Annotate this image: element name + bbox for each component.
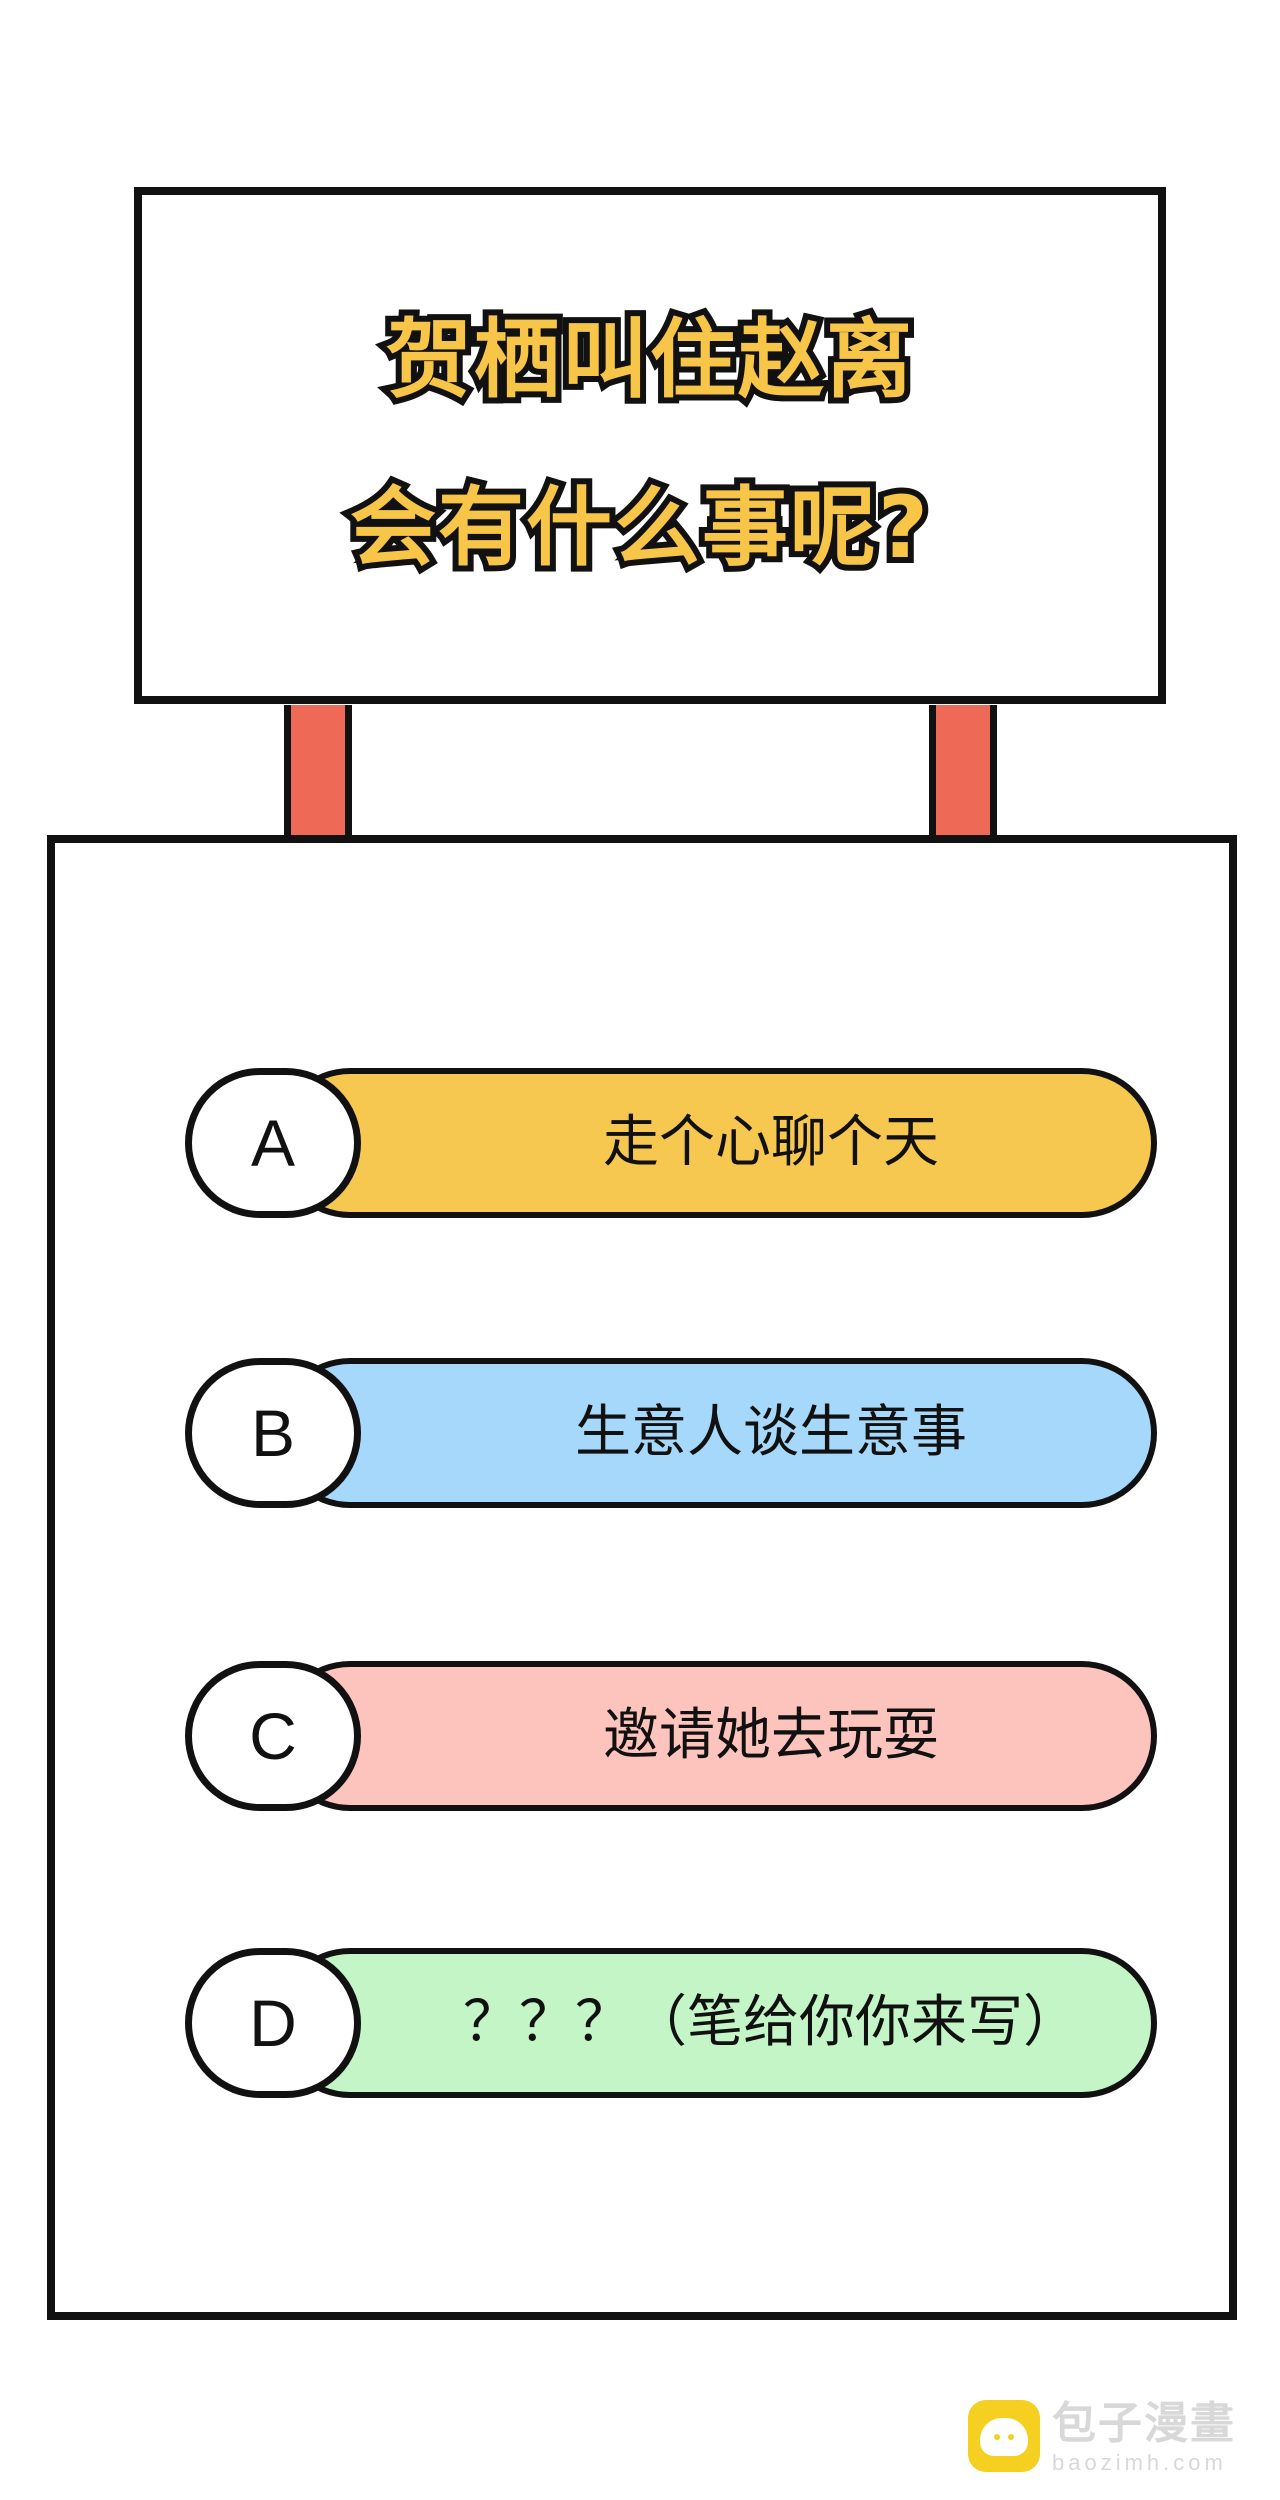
question-sign-board: 贺栖叫住赵离 会有什么事呢? <box>134 187 1166 704</box>
watermark-logo: 包子漫畫 baozimh.com <box>968 2398 1268 2478</box>
sign-post-left <box>284 705 352 845</box>
option-b[interactable]: 生意人谈生意事 B <box>185 1358 1157 1508</box>
bun-icon <box>968 2400 1040 2472</box>
option-a[interactable]: 走个心聊个天 A <box>185 1068 1157 1218</box>
question-title-line-2: 会有什么事呢? <box>344 478 934 578</box>
option-a-pill <box>275 1068 1157 1218</box>
option-b-text: 生意人谈生意事 <box>575 1400 967 1465</box>
answer-panel: 走个心聊个天 A 生意人谈生意事 B 邀请她去玩耍 C ？？？（笔给你你来写） … <box>47 835 1237 2320</box>
sign-post-right <box>929 705 997 845</box>
option-d-pill <box>275 1948 1157 2098</box>
option-c-letter: C <box>185 1661 361 1811</box>
option-d[interactable]: ？？？（笔给你你来写） D <box>185 1948 1157 2098</box>
option-c-text: 邀请她去玩耍 <box>603 1703 939 1768</box>
option-d-letter: D <box>185 1948 361 2098</box>
watermark-name: 包子漫畫 <box>1052 2398 1236 2449</box>
option-d-text: ？？？（笔给你你来写） <box>463 1990 1079 2055</box>
option-b-letter: B <box>185 1358 361 1508</box>
option-a-letter: A <box>185 1068 361 1218</box>
question-title-line-1: 贺栖叫住赵离 <box>380 310 918 410</box>
option-c[interactable]: 邀请她去玩耍 C <box>185 1661 1157 1811</box>
option-c-pill <box>275 1661 1157 1811</box>
option-b-pill <box>275 1358 1157 1508</box>
watermark-url: baozimh.com <box>1052 2450 1227 2475</box>
option-a-text: 走个心聊个天 <box>603 1110 939 1175</box>
